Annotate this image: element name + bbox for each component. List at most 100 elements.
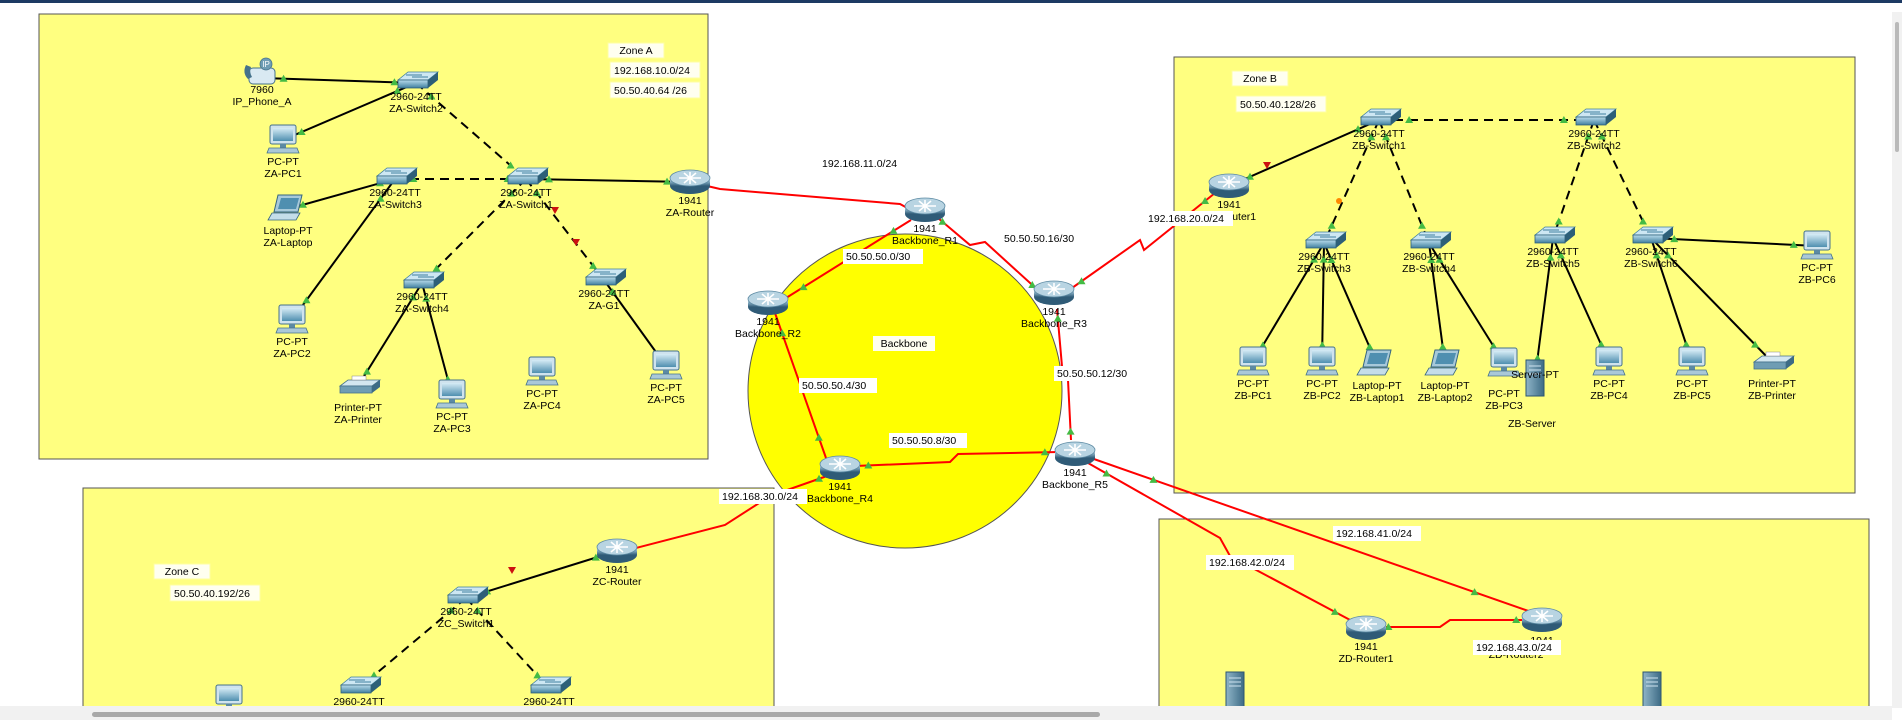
link-zb-switch1-zb-switch3[interactable]	[1323, 119, 1380, 244]
link-za-switch2-za-switch1[interactable]	[415, 82, 527, 180]
link-zb-switch5-zb-server[interactable]	[1534, 237, 1554, 379]
link-status-up-indicator	[1354, 125, 1362, 133]
za-g1-switch-icon[interactable]	[584, 268, 628, 286]
link-zb-switch3-zb-laptop1[interactable]	[1323, 242, 1378, 365]
link-status-up-indicator	[1470, 588, 1479, 596]
za-switch3-model-label: 2960-24TT	[369, 187, 421, 199]
ip-phone-a-phone-icon[interactable]: IP	[244, 57, 276, 85]
link-za-switch3-za-pc2[interactable]	[291, 178, 396, 321]
zb-pc2-pc-icon[interactable]	[1305, 346, 1339, 376]
zc-switch3-model-label: 2960-24TT	[523, 696, 575, 706]
za-pc1-pc-icon[interactable]	[266, 124, 300, 154]
link-backbone-r5-zd-router2[interactable]	[1090, 457, 1538, 615]
link-zb-switch1-zb-switch4[interactable]	[1378, 119, 1430, 244]
backbone-r4-router-icon[interactable]	[819, 455, 861, 480]
link-za-switch1-za-switch4[interactable]	[421, 178, 527, 284]
za-switch4-switch-icon[interactable]	[402, 271, 446, 289]
zd-server2-server-icon[interactable]	[1642, 671, 1662, 706]
za-switch1-switch-icon[interactable]	[506, 167, 550, 185]
za-pc3-pc-icon[interactable]	[435, 379, 469, 409]
network-label-box	[843, 249, 923, 264]
zb-switch3-switch-icon[interactable]	[1304, 231, 1348, 249]
zb-laptop1-name-label: ZB-Laptop1	[1350, 392, 1405, 404]
link-backbone-r5-zd-router1[interactable]	[1087, 462, 1353, 622]
zd-router1-router-icon[interactable]	[1345, 615, 1387, 640]
zc-switch1-switch-icon[interactable]	[446, 586, 490, 604]
za-pc4-pc-icon[interactable]	[525, 356, 559, 386]
vertical-scrollbar-thumb[interactable]	[1895, 22, 1899, 152]
zb-pc5-pc-icon[interactable]	[1675, 346, 1709, 376]
link-backbone-r4-backbone-r5[interactable]	[854, 451, 1060, 467]
link-zb-switch5-zb-pc4[interactable]	[1552, 237, 1610, 363]
zb-server-name-label: ZB-Server	[1508, 418, 1556, 430]
zc-pc-pc-icon[interactable]	[213, 684, 245, 706]
link-backbone-r4-zc-router[interactable]	[604, 475, 828, 557]
za-printer-model-label: Printer-PT	[334, 402, 382, 414]
za-pc2-pc-icon[interactable]	[275, 304, 309, 334]
zb-pc4-pc-icon[interactable]	[1592, 346, 1626, 376]
backbone-r3-router-icon[interactable]	[1033, 280, 1075, 305]
zb-switch1-switch-icon[interactable]	[1359, 108, 1403, 126]
zb-switch2-switch-icon[interactable]	[1574, 108, 1618, 126]
za-pc2-name-label: ZA-PC2	[273, 348, 311, 360]
zb-switch5-switch-icon[interactable]	[1533, 226, 1577, 244]
zc-router-model-label: 1941	[605, 564, 629, 576]
za-switch3-switch-icon[interactable]	[375, 167, 419, 185]
link-zb-switch4-zb-pc3[interactable]	[1428, 242, 1505, 364]
zb-switch6-switch-icon[interactable]	[1631, 226, 1675, 244]
network-label-box	[799, 378, 877, 393]
za-laptop-laptop-icon[interactable]	[267, 194, 303, 221]
za-pc5-pc-icon[interactable]	[649, 350, 683, 380]
network-label: 192.168.11.0/24	[822, 158, 897, 170]
link-zc-router-zc-switch1[interactable]	[465, 550, 618, 599]
zb-printer-printer-icon[interactable]	[1752, 351, 1796, 370]
horizontal-scrollbar-thumb[interactable]	[92, 712, 1100, 717]
link-zb-switch2-zb-switch5[interactable]	[1552, 119, 1595, 239]
backbone-r2-router-icon[interactable]	[747, 290, 789, 315]
zone-c-title-box	[153, 563, 211, 580]
link-za-router-backbone-r1[interactable]	[689, 181, 912, 211]
backbone-r5-router-icon[interactable]	[1054, 441, 1096, 466]
link-za-switch2-za-pc1[interactable]	[282, 82, 417, 141]
zc-switch3-switch-icon[interactable]	[529, 676, 573, 694]
link-zb-switch3-zb-pc1[interactable]	[1252, 242, 1325, 363]
backbone-r2-model-label: 1941	[756, 316, 780, 328]
zb-switch4-switch-icon[interactable]	[1409, 231, 1453, 249]
zone-b-area[interactable]	[1173, 56, 1856, 494]
zb-server-server-icon[interactable]	[1525, 359, 1545, 397]
link-backbone-r1-backbone-r3[interactable]	[937, 217, 1041, 293]
link-status-up-indicator	[393, 86, 402, 94]
zone-d-area[interactable]	[1158, 518, 1870, 706]
zb-pc6-pc-icon[interactable]	[1800, 230, 1834, 260]
link-status-up-indicator	[1310, 255, 1319, 263]
za-printer-printer-icon[interactable]	[338, 375, 382, 394]
zb-laptop2-laptop-icon[interactable]	[1424, 349, 1460, 376]
vertical-scrollbar[interactable]	[1892, 12, 1902, 708]
zb-pc5-name-label: ZB-PC5	[1673, 390, 1711, 402]
link-zb-router1-zb-switch1[interactable]	[1228, 119, 1380, 187]
link-zd-router1-zd-router2[interactable]	[1380, 619, 1527, 628]
zc-router-router-icon[interactable]	[596, 538, 638, 563]
zd-router2-router-icon[interactable]	[1521, 607, 1563, 632]
network-label: 192.168.43.0/24	[1476, 642, 1552, 654]
network-label: 50.50.50.0/30	[846, 251, 910, 263]
zb-pc1-pc-icon[interactable]	[1236, 346, 1270, 376]
zd-server1-server-icon[interactable]	[1225, 671, 1245, 706]
zb-laptop1-laptop-icon[interactable]	[1356, 349, 1392, 376]
link-status-up-indicator	[591, 553, 600, 561]
zb-router1-router-icon[interactable]	[1208, 173, 1250, 198]
za-switch2-switch-icon[interactable]	[396, 71, 440, 89]
backbone-r1-router-icon[interactable]	[904, 197, 946, 222]
link-zb-switch6-zb-pc6[interactable]	[1650, 237, 1818, 247]
link-zb-switch6-zb-printer[interactable]	[1650, 237, 1773, 363]
network-label-box	[889, 433, 967, 448]
za-router-router-icon[interactable]	[669, 169, 711, 194]
backbone-r1-name-label: Backbone_R1	[892, 235, 958, 247]
link-ip-phone-a-za-switch2[interactable]	[261, 77, 417, 84]
zb-pc3-pc-icon[interactable]	[1487, 347, 1521, 377]
link-za-switch1-za-router[interactable]	[525, 178, 691, 183]
link-zb-switch6-zb-pc5[interactable]	[1650, 237, 1693, 363]
zc-switch2-switch-icon[interactable]	[339, 676, 383, 694]
link-zb-switch2-zb-switch6[interactable]	[1593, 119, 1652, 239]
